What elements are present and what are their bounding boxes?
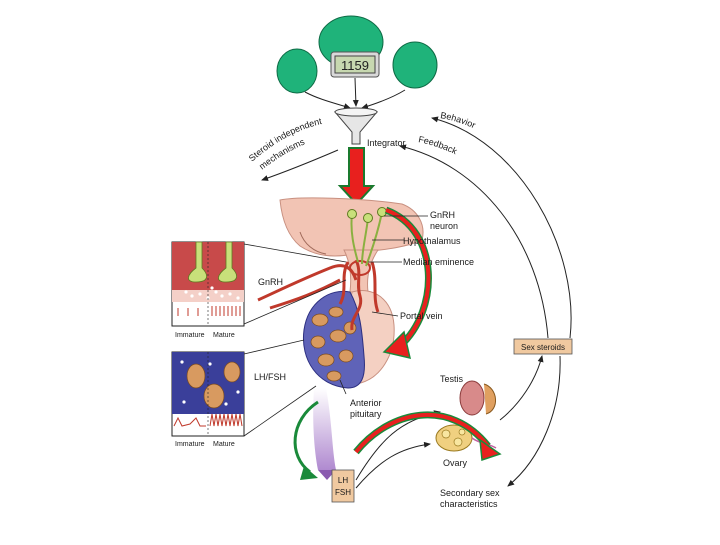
integrator-label: Integrator	[367, 138, 406, 148]
anterior-pituitary-label-2: pituitary	[350, 409, 382, 419]
gnrh-neuron-label-1: GnRH	[430, 210, 455, 220]
feedback-arrow	[399, 144, 549, 339]
anterior-pituitary-label-1: Anterior	[350, 398, 382, 408]
inset-lhfsh-label: LH/FSH	[254, 372, 286, 382]
input-arrow-right	[361, 89, 406, 110]
portal-vein-label: Portal vein	[400, 311, 443, 321]
steroids-to-secondary-arrow	[507, 355, 561, 487]
lh-fsh-box	[331, 469, 355, 503]
secondary-sex-label-1: Secondary sex	[440, 488, 500, 498]
gonad-to-steroids-arrow	[499, 355, 544, 421]
inset-gnrh-caption-right: Mature	[213, 332, 235, 339]
green-input-blob-right	[392, 41, 438, 89]
behavior-feedback-arrow	[431, 116, 572, 339]
red-down-arrow	[337, 147, 376, 206]
funnel-icon	[333, 107, 379, 145]
inset-lhfsh-caption-right: Mature	[213, 441, 235, 448]
pituitary-cells	[310, 306, 357, 382]
gnrh-neurons	[347, 207, 387, 267]
sex-steroids-label: Sex steroids	[521, 343, 565, 352]
inset-gnrh-caption-left: Immature	[175, 332, 205, 339]
median-eminence-plexus	[349, 260, 371, 276]
leader-lines	[243, 215, 428, 437]
input-arrow-center	[352, 77, 359, 107]
testis-label: Testis	[440, 374, 464, 384]
input-arrow-left	[304, 91, 351, 109]
secondary-sex-label-2: characteristics	[440, 499, 498, 509]
inset-gnrh-label: GnRH	[258, 277, 283, 287]
lhfsh-release-column	[313, 388, 336, 470]
lhfsh-to-gonads-highlight-arrowhead	[479, 438, 502, 462]
sex-steroids-box	[513, 338, 573, 355]
ovary-icon	[435, 424, 497, 452]
testis-icon	[459, 380, 496, 416]
gnrh-to-pituitary-arrowhead	[382, 330, 412, 360]
green-input-blob-left	[276, 48, 318, 94]
steroid-independent-arrow	[261, 149, 339, 181]
ovary-label: Ovary	[443, 458, 468, 468]
lhfsh-to-ovary-arrow	[355, 441, 431, 489]
inset-gnrh	[171, 241, 245, 327]
lh-label: LH	[338, 476, 348, 485]
fsh-label: FSH	[335, 488, 351, 497]
median-eminence-label: Median eminence	[403, 257, 474, 267]
blood-vessels	[257, 259, 380, 331]
hypothalamus-label: Hypothalamus	[403, 236, 461, 246]
inset-lhfsh	[171, 351, 245, 437]
gnrh-neuron-label-2: neuron	[430, 221, 458, 231]
optic-chiasm	[299, 231, 327, 255]
inset-lhfsh-caption-left: Immature	[175, 441, 205, 448]
digital-clock-icon: 1159	[330, 51, 380, 78]
lhfsh-release-arrowhead	[318, 470, 336, 480]
clock-display: 1159	[341, 58, 369, 73]
